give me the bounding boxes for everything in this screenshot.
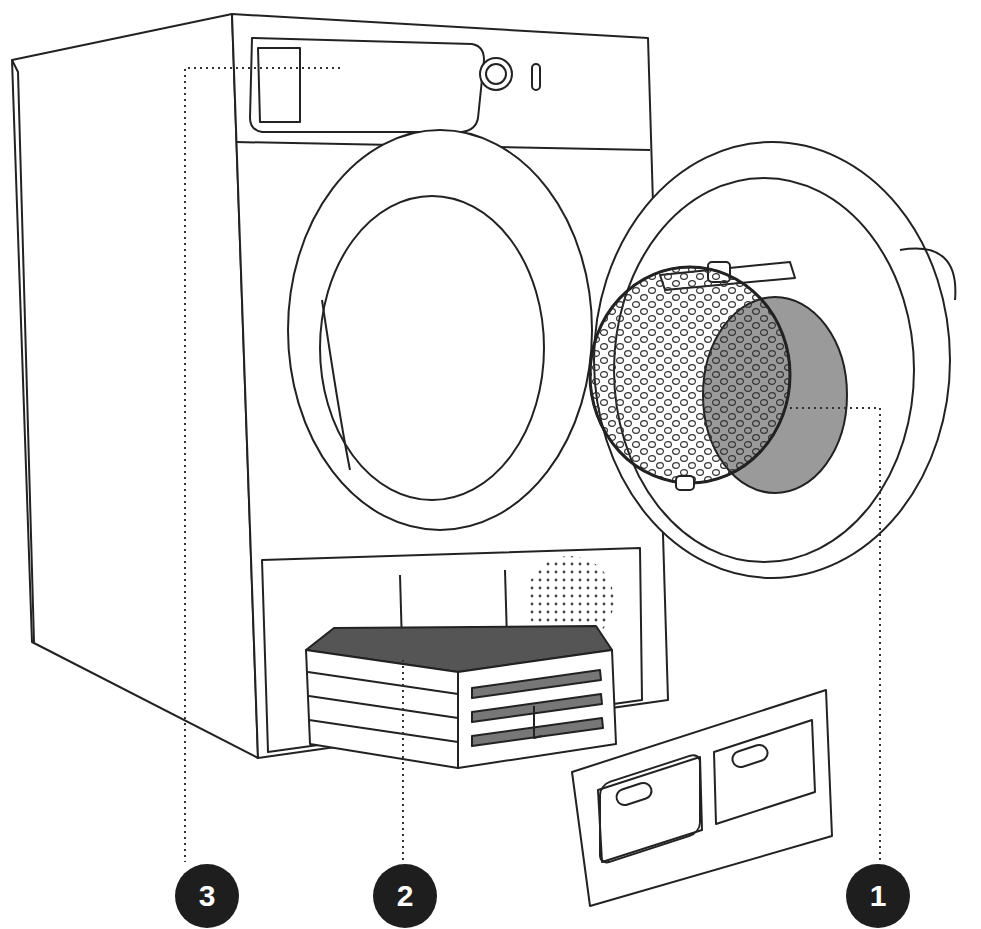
plinth-cover: [572, 690, 832, 906]
callout-number: 1: [846, 864, 910, 928]
leader-lines: [185, 68, 880, 862]
door-opening: [288, 130, 592, 530]
water-tank: [250, 38, 484, 132]
filter-mesh: [590, 267, 790, 483]
callout-number: 2: [373, 864, 437, 928]
condenser-front: [458, 650, 616, 768]
condenser-side: [306, 650, 458, 768]
side-panel: [12, 14, 258, 758]
callout-number: 3: [175, 864, 239, 928]
